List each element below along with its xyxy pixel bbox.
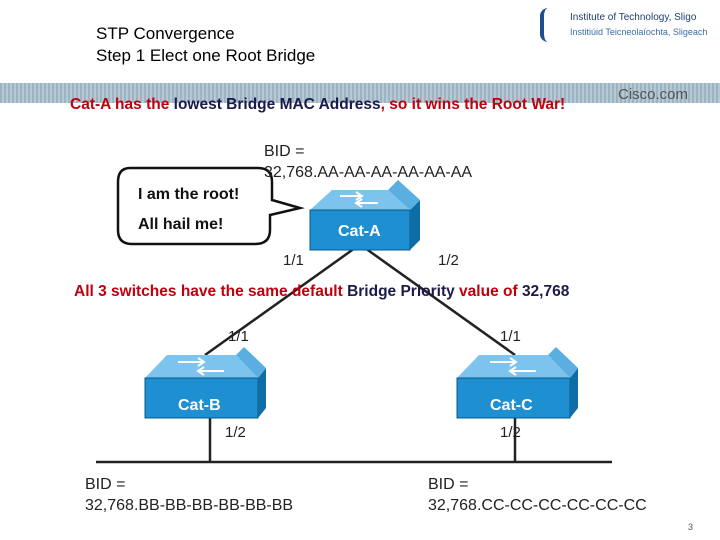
- bid-cat-a: BID = 32,768.AA-AA-AA-AA-AA-AA: [264, 141, 472, 183]
- switch-cat-c-label: Cat-C: [490, 397, 533, 414]
- port-cat-a-1-2: 1/2: [438, 252, 459, 269]
- institute-logo-line2: Institiúid Teicneolaíochta, Sligeach: [570, 27, 708, 37]
- note-mid-seg3: value of: [454, 283, 522, 300]
- institute-logo-mark: [540, 8, 562, 42]
- port-cat-b-1-1: 1/1: [228, 328, 249, 345]
- note-top-seg2: lowest Bridge MAC Address: [173, 96, 381, 113]
- page-number: 3: [688, 522, 694, 532]
- note-mid-seg2: Bridge Priority: [347, 283, 455, 300]
- bid-cat-b: BID = 32,768.BB-BB-BB-BB-BB-BB: [85, 474, 293, 516]
- cisco-logo: Cisco.com: [618, 86, 689, 103]
- bid-cat-c-value: 32,768.CC-CC-CC-CC-CC-CC: [428, 497, 647, 514]
- port-cat-c-1-1: 1/1: [500, 328, 521, 345]
- note-mid-seg1: All 3 switches have the same default: [74, 283, 348, 300]
- note-root-winner: Cat-A has the lowest Bridge MAC Address,…: [70, 96, 565, 114]
- speech-line2: All hail me!: [138, 216, 224, 233]
- bid-cat-a-label: BID =: [264, 143, 305, 160]
- link-a-c: [364, 246, 516, 357]
- bid-cat-b-value: 32,768.BB-BB-BB-BB-BB-BB: [85, 497, 294, 514]
- switch-cat-a: Cat-A: [309, 180, 420, 251]
- slide-subtitle: Step 1 Elect one Root Bridge: [96, 46, 316, 65]
- link-a-b: [204, 246, 356, 357]
- port-cat-a-1-1: 1/1: [283, 252, 304, 269]
- speech-bubble: [116, 166, 305, 246]
- switch-cat-a-label: Cat-A: [338, 223, 381, 240]
- slide-title: STP Convergence: [96, 24, 235, 43]
- switch-cat-c: Cat-C: [456, 347, 578, 419]
- switch-cat-b-label: Cat-B: [178, 397, 221, 414]
- speech-line1: I am the root!: [138, 186, 240, 203]
- decorative-band: [0, 83, 720, 103]
- bid-cat-c: BID = 32,768.CC-CC-CC-CC-CC-CC: [428, 474, 647, 516]
- switch-cat-b: Cat-B: [144, 347, 266, 419]
- port-cat-c-1-2: 1/2: [500, 424, 521, 441]
- note-mid-seg4: 32,768: [521, 283, 570, 300]
- bid-cat-c-label: BID =: [428, 476, 469, 493]
- note-top-seg1: Cat-A has the: [70, 96, 174, 113]
- note-top-seg3: , so it wins the Root War!: [380, 96, 566, 113]
- note-default-priority: All 3 switches have the same default Bri…: [74, 283, 569, 301]
- bid-cat-a-value: 32,768.AA-AA-AA-AA-AA-AA: [264, 164, 473, 181]
- institute-logo-line1: Institute of Technology, Sligo: [570, 12, 697, 23]
- port-cat-b-1-2: 1/2: [225, 424, 246, 441]
- bid-cat-b-label: BID =: [85, 476, 126, 493]
